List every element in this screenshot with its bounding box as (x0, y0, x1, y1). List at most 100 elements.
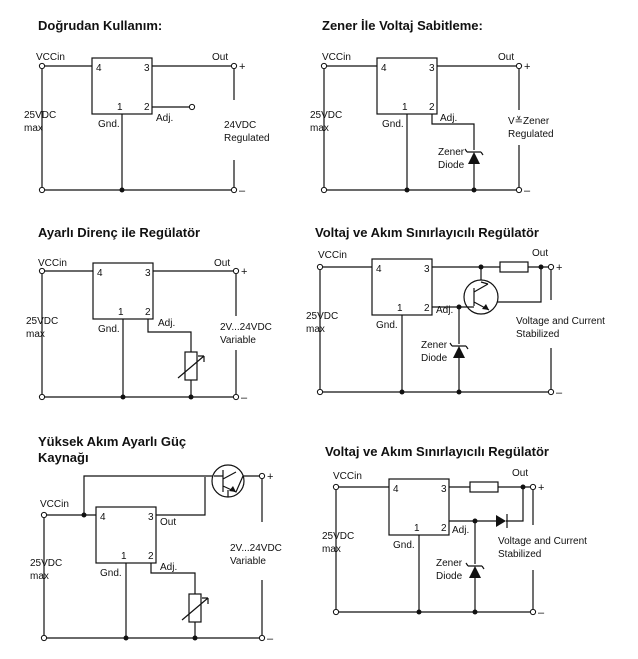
junction-dot (478, 264, 484, 270)
zener-diode-label: Diode (436, 571, 463, 582)
pin-4-label: 4 (96, 63, 102, 74)
terminal (515, 62, 523, 70)
minus-sign: – (239, 185, 246, 197)
plus-sign: + (538, 482, 544, 494)
minus-sign: – (241, 392, 248, 404)
junction-dot (472, 518, 478, 524)
output-label: Voltage and Current (498, 536, 587, 547)
circuit-voltage-current-limit-diode: Voltaj ve Akım Sınırlayıcılı Regülatör V… (322, 444, 587, 619)
terminal (38, 62, 46, 70)
terminal (258, 634, 266, 642)
pin-4-label: 4 (100, 512, 106, 523)
regulator-ic (91, 57, 153, 115)
supply-label: 25VDC (26, 316, 58, 327)
zener-diode-label: Diode (421, 353, 448, 364)
pin-1-label: 1 (414, 523, 420, 534)
terminal (40, 634, 48, 642)
terminal (332, 608, 340, 616)
circuit-title: Yüksek Akım Ayarlı Güç (38, 434, 186, 449)
plus-sign: + (241, 266, 247, 278)
terminal (547, 263, 555, 271)
output-label: V≚Zener (508, 115, 550, 127)
pin-4-label: 4 (376, 264, 382, 275)
circuit-zener-regulation: Zener İle Voltaj Sabitleme: VCCin Out 4 … (310, 18, 554, 197)
minus-sign: – (267, 633, 274, 645)
regulator-ic (92, 262, 154, 320)
regulator-ic (376, 57, 438, 115)
junction-dot (123, 635, 129, 641)
pin-2-label: 2 (144, 102, 150, 113)
pin-1-label: 1 (402, 102, 408, 113)
gnd-label: Gnd. (98, 324, 120, 335)
output-type-label: Regulated (508, 129, 554, 140)
terminal (188, 103, 196, 111)
terminal (320, 186, 328, 194)
vcc-label: VCCin (36, 52, 65, 63)
supply-max-label: max (322, 544, 341, 555)
junction-dot (471, 187, 477, 193)
output-type-label: Regulated (224, 133, 270, 144)
terminal (529, 483, 537, 491)
terminal (515, 186, 523, 194)
pin-1-label: 1 (118, 307, 124, 318)
output-type-label: Stabilized (498, 549, 541, 560)
regulator-ic (95, 506, 157, 564)
junction-dot (399, 389, 405, 395)
gnd-label: Gnd. (98, 119, 120, 130)
circuit-title: Ayarlı Direnç ile Regülatör (38, 225, 200, 240)
junction-dot (456, 389, 462, 395)
circuit-voltage-current-limit-transistor: Voltaj ve Akım Sınırlayıcılı Regülatör V… (306, 225, 605, 399)
gnd-label: Gnd. (100, 568, 122, 579)
output-type-label: Variable (220, 335, 256, 346)
pin-4-label: 4 (393, 484, 399, 495)
resistor-icon (469, 481, 499, 493)
variable-resistor-icon (181, 593, 209, 623)
pin-4-label: 4 (381, 63, 387, 74)
supply-max-label: max (30, 571, 49, 582)
minus-sign: – (538, 607, 545, 619)
circuit-title-line2: Kaynağı (38, 450, 89, 465)
output-type-label: Variable (230, 556, 266, 567)
terminal (316, 388, 324, 396)
pin-4-label: 4 (97, 268, 103, 279)
terminal (332, 483, 340, 491)
plus-sign: + (556, 262, 562, 274)
circuit-title: Zener İle Voltaj Sabitleme: (322, 18, 483, 33)
junction-dot (472, 609, 478, 615)
resistor-icon (499, 261, 529, 273)
zener-label: Zener (438, 147, 465, 158)
supply-max-label: max (26, 329, 45, 340)
pin-2-label: 2 (148, 551, 154, 562)
terminal (258, 472, 266, 480)
supply-label: 25VDC (310, 110, 342, 121)
diode-icon (496, 514, 508, 528)
supply-max-label: max (306, 324, 325, 335)
zener-diode-label: Diode (438, 160, 465, 171)
transistor-icon (463, 279, 499, 315)
terminal (232, 393, 240, 401)
zener-label: Zener (436, 558, 463, 569)
terminal (38, 267, 46, 275)
terminal (529, 608, 537, 616)
zener-diode-icon (465, 562, 485, 578)
adj-label: Adj. (436, 305, 453, 316)
out-label: Out (214, 258, 230, 269)
circuit-title: Voltaj ve Akım Sınırlayıcılı Regülatör (325, 444, 549, 459)
out-label: Out (512, 468, 528, 479)
supply-label: 25VDC (24, 110, 56, 121)
output-label: 2V...24VDC (230, 543, 282, 554)
supply-max-label: max (24, 123, 43, 134)
out-label: Out (498, 52, 514, 63)
regulator-ic (371, 258, 433, 316)
minus-sign: – (556, 387, 563, 399)
pin-2-label: 2 (429, 102, 435, 113)
pin-1-label: 1 (117, 102, 123, 113)
out-label: Out (532, 248, 548, 259)
out-label: Out (160, 517, 176, 528)
pin-1-label: 1 (121, 551, 127, 562)
output-label: 2V...24VDC (220, 322, 272, 333)
variable-resistor-icon (177, 351, 205, 381)
zener-label: Zener (421, 340, 448, 351)
output-label: Voltage and Current (516, 316, 605, 327)
